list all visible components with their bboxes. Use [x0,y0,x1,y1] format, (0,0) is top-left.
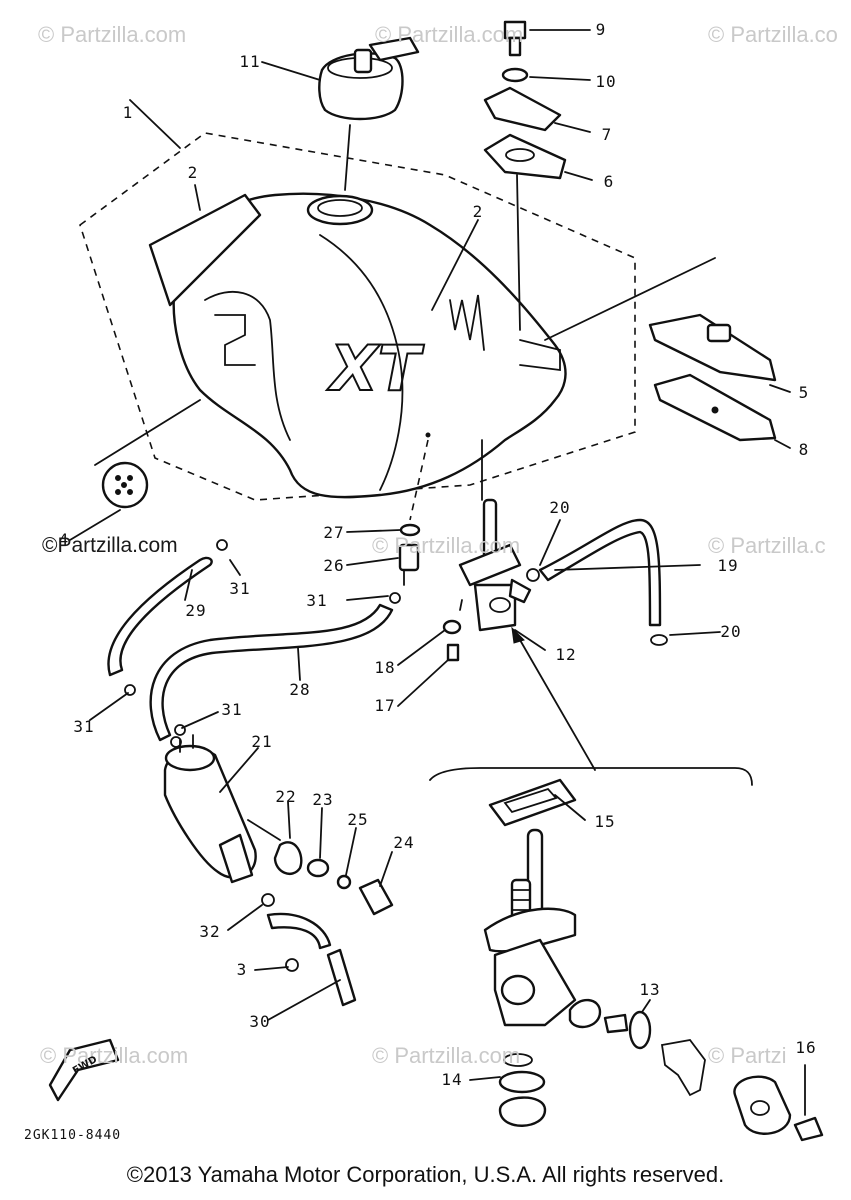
copyright-notice: ©2013 Yamaha Motor Corporation, U.S.A. A… [126,1162,725,1187]
callout-16: 16 [795,1038,817,1057]
callout-15: 15 [594,812,616,831]
callout-20b: 20 [720,622,742,641]
callout-17: 17 [374,696,396,715]
fwd-arrow [48,1038,120,1102]
callout-26: 26 [323,556,345,575]
callout-1: 1 [122,103,134,122]
callout-20: 20 [549,498,571,517]
grommet-collar-bolt [247,819,394,916]
watermark: © Partzilla.com [375,22,524,47]
fuel-cap [318,36,420,191]
watermark: © Partzilla.co [708,22,838,47]
callout-29: 29 [185,601,207,620]
callout-31d: 31 [221,700,243,719]
callout-19: 19 [717,556,739,575]
fuel-cock-assembly [458,439,532,632]
callout-6: 6 [603,172,615,191]
rubber-damper [69,399,201,541]
callout-10: 10 [595,72,617,91]
watermark: © Partzilla.com [372,533,521,558]
watermark: © Partzi [708,1043,787,1068]
callout-25: 25 [347,810,369,829]
callout-24: 24 [393,833,415,852]
watermark: © Partzilla.c [708,533,826,558]
callout-28: 28 [289,680,311,699]
callout-31b: 31 [306,591,328,610]
fuel-filter-fitting [398,439,429,586]
callout-14: 14 [441,1070,463,1089]
diagram-code: 2GK110-8440 [24,1128,122,1143]
callout-13: 13 [639,980,661,999]
drain-hose [261,893,357,1007]
callout-21: 21 [251,732,273,751]
tank-logo: XT [326,332,425,405]
tank-brackets [648,313,777,442]
watermark: © Partzilla.com [372,1043,521,1068]
callout-4: 4 [58,530,70,549]
callout-7: 7 [601,125,613,144]
mounting-hardware [483,20,716,341]
hose-29 [107,556,213,677]
callout-18: 18 [374,658,396,677]
fuel-tank-exploded-diagram: XT [48,20,824,1142]
callout-2b: 2 [472,202,484,221]
callout-2: 2 [187,163,199,182]
callout-32: 32 [199,922,221,941]
fuel-cock-detail [483,778,824,1142]
breather-hose [526,518,668,646]
leader-lines [89,29,806,1116]
callout-23: 23 [312,790,334,809]
callout-9: 9 [595,20,607,39]
callout-11: 11 [239,52,261,71]
watermark: © Partzilla.com [40,1043,189,1068]
callout-30: 30 [249,1012,271,1031]
callout-5: 5 [798,383,810,402]
callout-8: 8 [798,440,810,459]
callout-27: 27 [323,523,345,542]
callout-12: 12 [555,645,577,664]
watermark: ©Partzilla.com [42,534,178,557]
watermark: © Partzilla.com [38,22,187,47]
callout-31a: 31 [229,579,251,598]
fuel-tank: XT [148,192,567,499]
callout-31c: 31 [73,717,95,736]
hose-28 [149,603,394,742]
fuel-canister [163,734,257,884]
callout-22: 22 [275,787,297,806]
callout-3: 3 [236,960,248,979]
